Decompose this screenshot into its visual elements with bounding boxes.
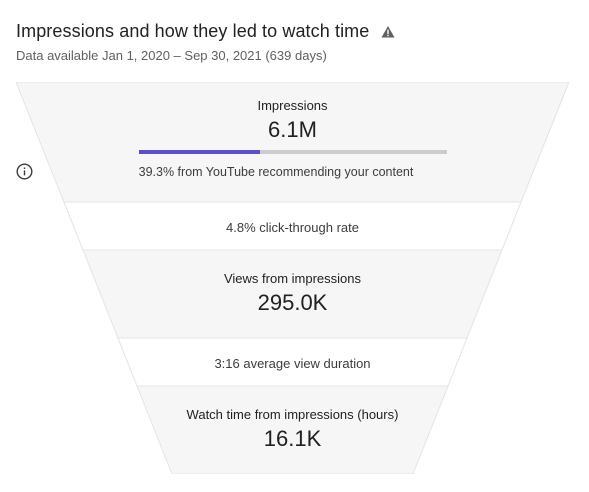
recommendation-share-bar — [139, 150, 447, 154]
date-range-text: Data available Jan 1, 2020 – Sep 30, 202… — [16, 48, 327, 63]
avd-band: 3:16 average view duration — [16, 355, 569, 373]
impressions-funnel: Impressions 6.1M 39.3% from YouTube reco… — [16, 82, 569, 474]
recommendation-share-row: 39.3% from YouTube recommending your con… — [16, 163, 569, 180]
title-row: Impressions and how they led to watch ti… — [16, 18, 573, 44]
ctr-band: 4.8% click-through rate — [16, 219, 569, 237]
watch-time-value: 16.1K — [263, 426, 322, 451]
info-circle-icon[interactable] — [16, 163, 446, 180]
recommendation-share-text: 39.3% from YouTube recommending your con… — [138, 164, 414, 179]
views-label: Views from impressions — [223, 271, 362, 286]
ctr-text: 4.8% click-through rate — [226, 220, 359, 235]
impressions-stage: Impressions 6.1M — [16, 98, 569, 143]
watch-time-stage: Watch time from impressions (hours) 16.1… — [16, 407, 569, 452]
views-stage: Views from impressions 295.0K — [16, 271, 569, 316]
watch-time-label: Watch time from impressions (hours) — [186, 407, 399, 422]
avd-text: 3:16 average view duration — [214, 356, 371, 371]
funnel-stage-watch-time — [136, 385, 449, 474]
chart-header: Impressions and how they led to watch ti… — [16, 18, 573, 63]
page-title: Impressions and how they led to watch ti… — [16, 20, 370, 41]
recommendation-share-fill — [139, 150, 261, 154]
views-value: 295.0K — [257, 290, 328, 315]
impressions-value: 6.1M — [268, 117, 317, 142]
funnel-shape — [16, 82, 569, 474]
impressions-label: Impressions — [257, 98, 328, 113]
warning-triangle-icon[interactable] — [381, 25, 395, 39]
